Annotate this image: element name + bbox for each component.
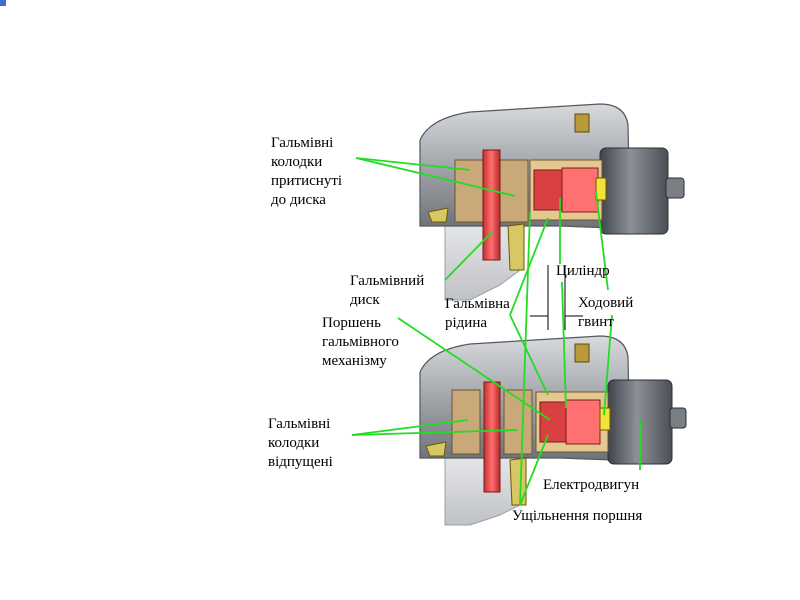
disc-top bbox=[482, 149, 501, 261]
motor-shaft-top bbox=[665, 177, 685, 199]
bleed-nipple-bottom bbox=[574, 343, 590, 363]
gap-marker bbox=[530, 265, 583, 330]
label-pads-pressed: Гальмівні колодки притиснуті до диска bbox=[271, 135, 343, 208]
pad-inner-bottom bbox=[503, 389, 533, 455]
lead-screw-top bbox=[561, 167, 599, 213]
screw-end-top bbox=[595, 177, 607, 201]
piston-top bbox=[533, 169, 565, 211]
label-cylinder: Циліндр bbox=[556, 263, 610, 279]
corner-marker bbox=[0, 0, 6, 6]
leader-lines bbox=[351, 157, 641, 506]
caliper-bottom bbox=[419, 335, 687, 526]
label-brake-disc: Гальмівний диск bbox=[350, 273, 425, 308]
label-motor: Електродвигун bbox=[543, 477, 640, 493]
disc-bottom bbox=[483, 381, 501, 493]
label-lead-screw: Ходовий гвинт bbox=[578, 295, 634, 330]
label-piston-seal: Ущільнення поршня bbox=[512, 508, 643, 524]
pad-inner-top bbox=[499, 159, 529, 223]
piston-bottom bbox=[539, 401, 567, 443]
label-piston: Поршень гальмівного механізму bbox=[322, 315, 399, 369]
hub-bottom bbox=[444, 454, 521, 526]
bleed-nipple-top bbox=[574, 113, 590, 133]
label-brake-fluid: Гальмівна рідина bbox=[445, 296, 510, 331]
clip-right-top bbox=[507, 223, 525, 271]
motor-shaft-bottom bbox=[669, 407, 687, 429]
lead-screw-bottom bbox=[565, 399, 601, 445]
clip-left-bottom bbox=[425, 441, 447, 457]
motor-top bbox=[599, 147, 669, 235]
clip-left-top bbox=[427, 207, 449, 223]
caliper-top bbox=[419, 103, 685, 301]
label-pads-released: Гальмівні колодки відпущені bbox=[268, 416, 333, 470]
